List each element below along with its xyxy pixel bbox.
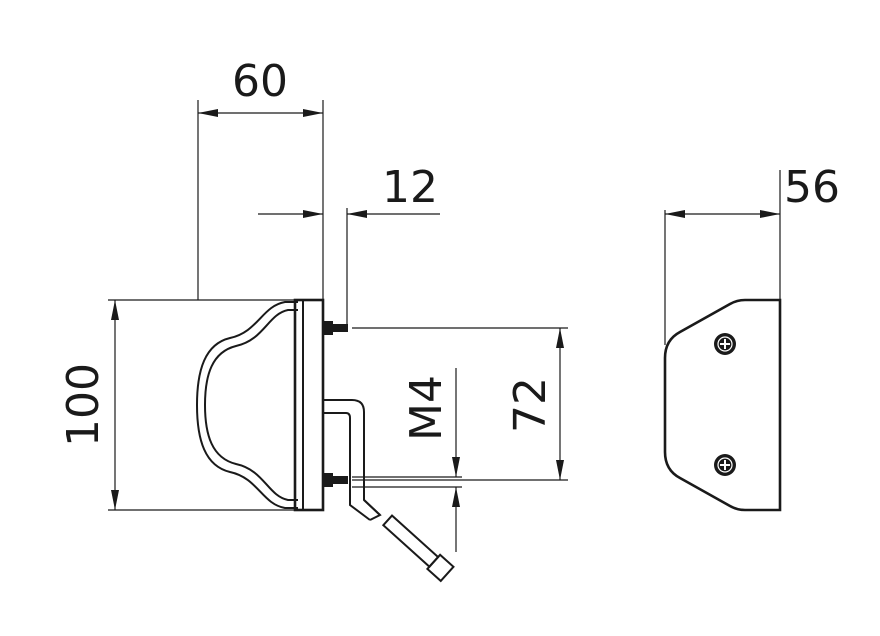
dim-label-56: 56 [784,162,840,213]
dim-label-100: 100 [58,363,109,447]
bolt-top [323,321,348,335]
lamp-dome-inner [203,309,298,501]
dim-label-60: 60 [232,56,288,107]
cable-outer [323,399,381,516]
screw-top-icon [714,333,736,355]
bolt-bottom [323,473,348,487]
rear-housing [663,298,782,512]
cable-connector [381,514,455,583]
dim-label-12: 12 [382,162,438,213]
dim-label-m4: M4 [401,375,452,441]
screw-bottom-icon [714,454,736,476]
cable-inner [323,412,371,521]
rear-view: 56 [663,162,840,512]
lamp-dome-outer [195,301,298,509]
dim-label-72: 72 [505,377,556,433]
lamp-base-plate [293,298,325,512]
dimensions-side: 60 12 100 72 M4 [58,56,568,552]
side-view [195,298,455,583]
